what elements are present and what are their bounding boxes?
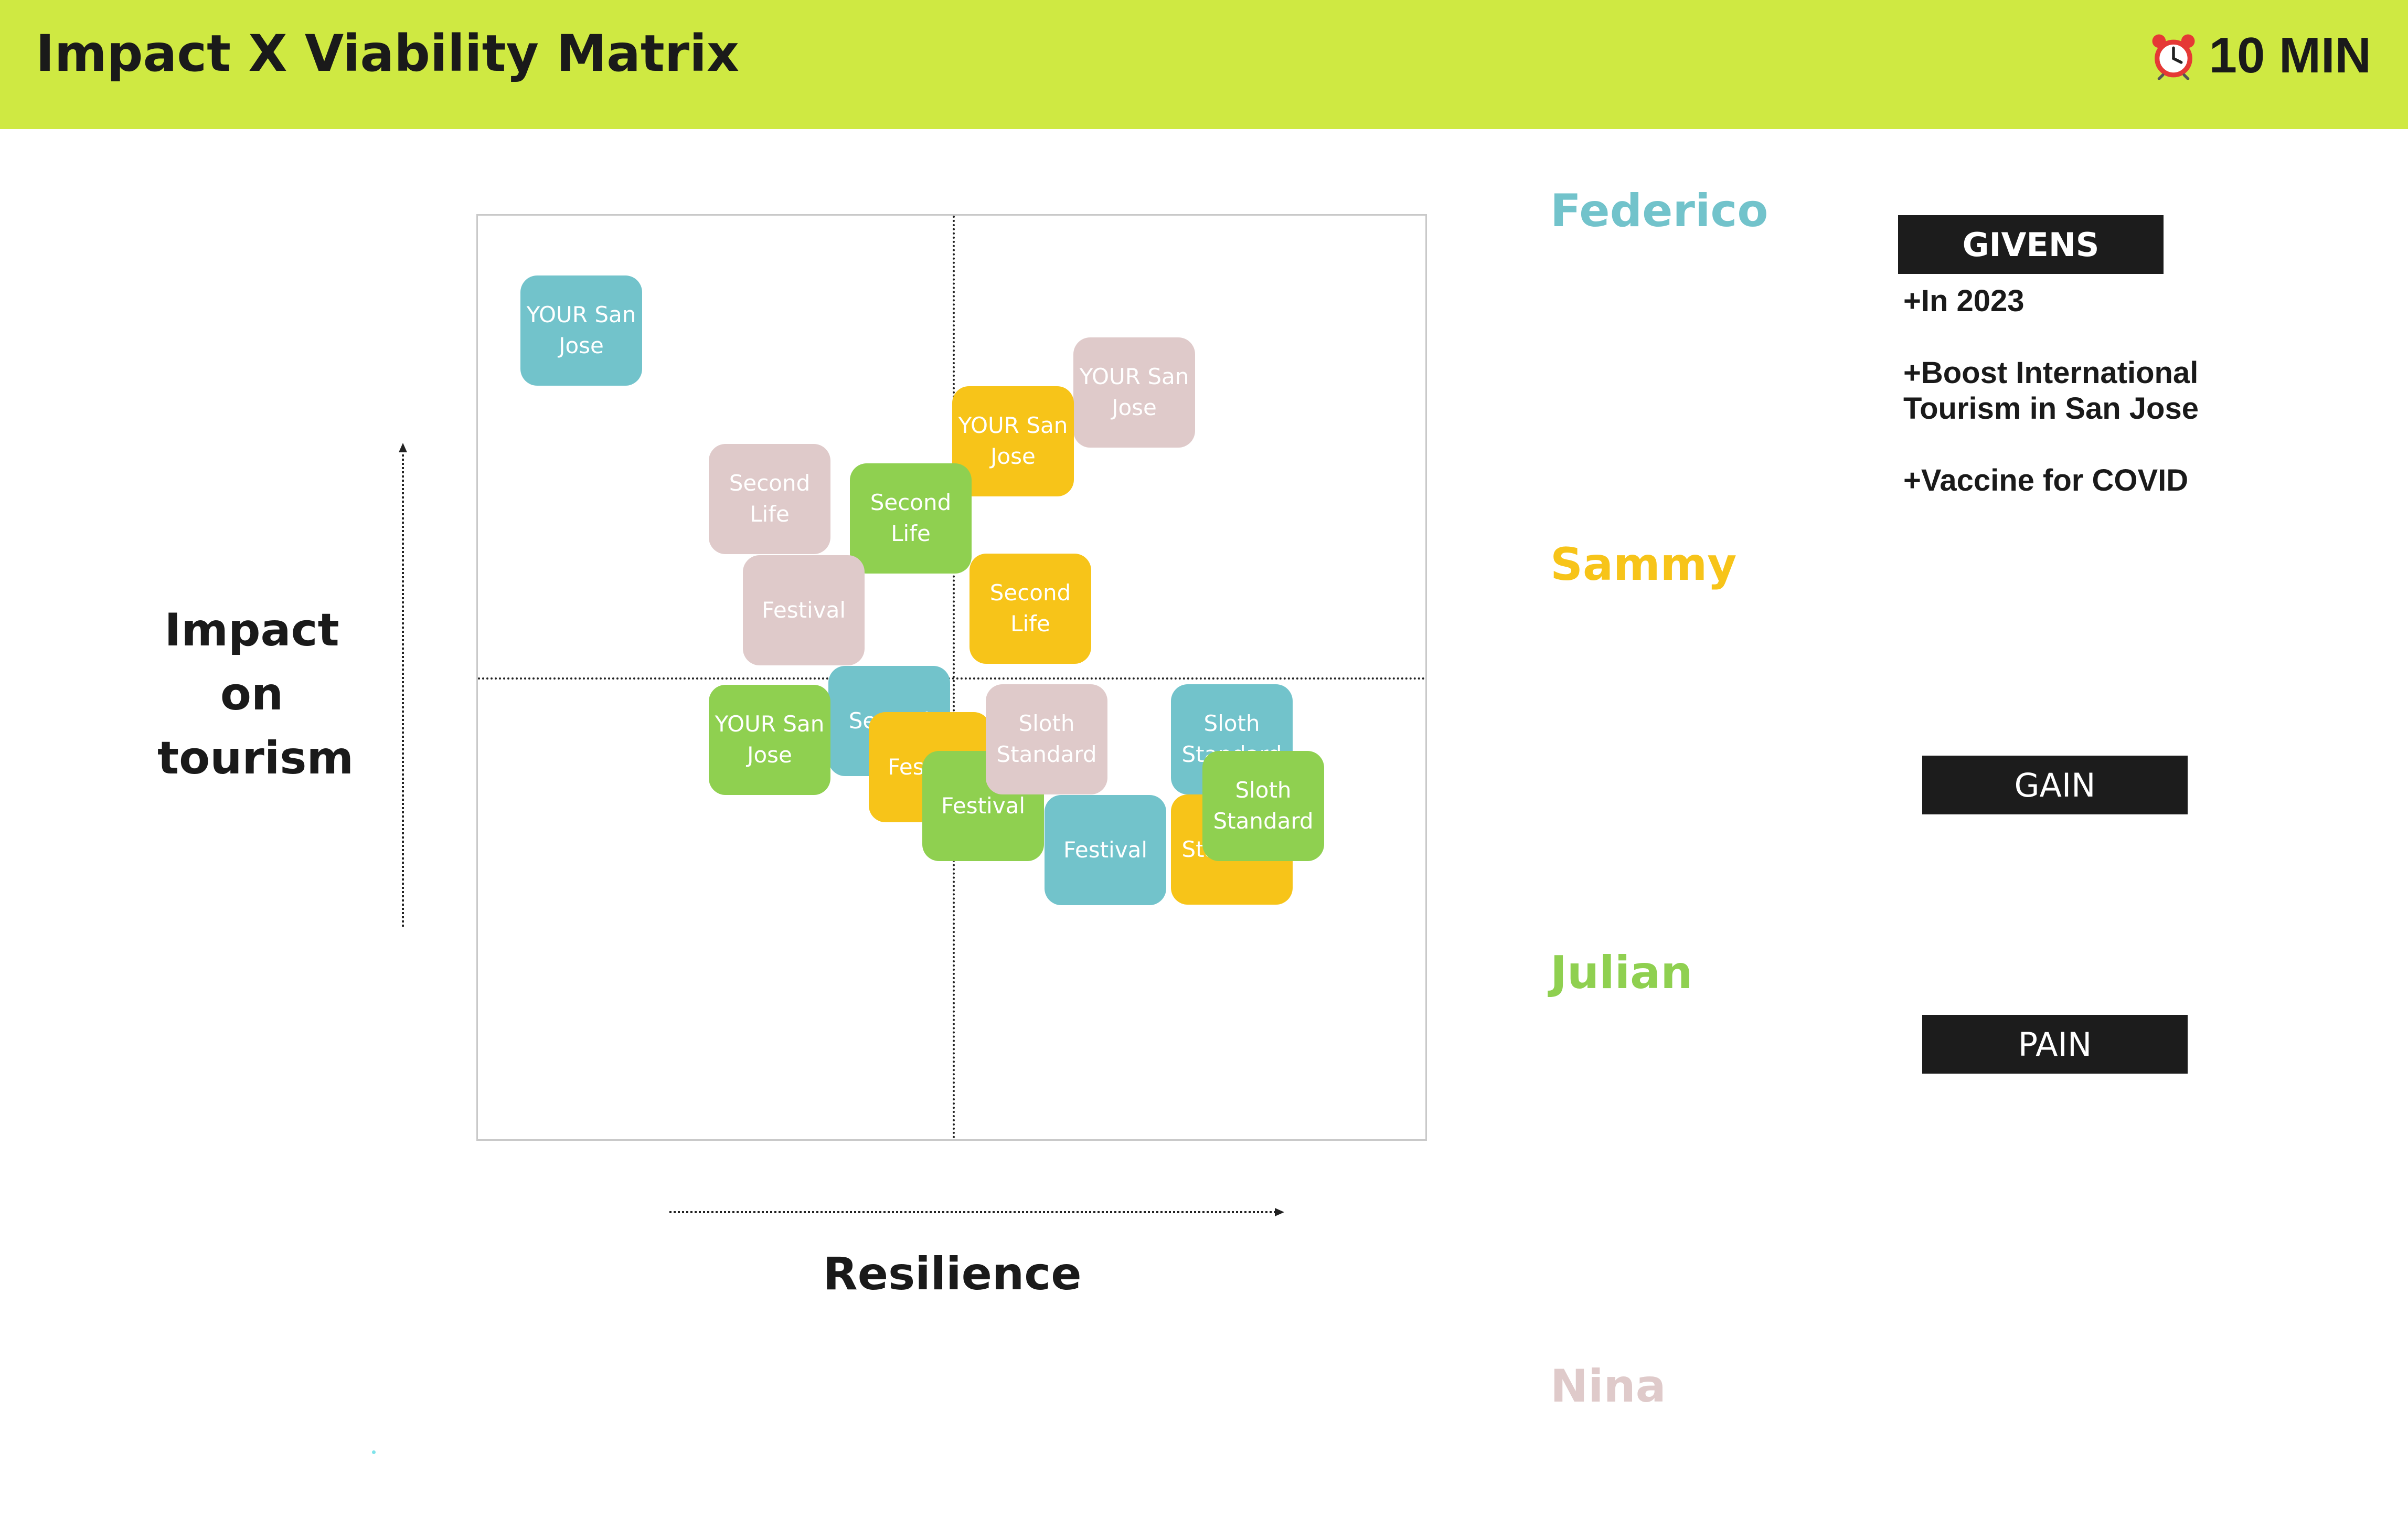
- sticky-note[interactable]: Sloth Standard: [986, 684, 1107, 794]
- participant-nina: Nina: [1550, 1360, 1666, 1413]
- sticky-note[interactable]: Sloth Standard: [1202, 751, 1324, 861]
- sticky-note[interactable]: YOUR San Jose: [520, 275, 642, 386]
- participant-sammy: Sammy: [1550, 538, 1737, 591]
- sticky-note[interactable]: YOUR San Jose: [1073, 337, 1195, 448]
- timer: 10 MIN: [2149, 30, 2371, 81]
- gain-header: GAIN: [1922, 756, 2188, 814]
- participant-julian: Julian: [1550, 947, 1693, 999]
- header-bar: Impact X Viability Matrix 10 MIN: [0, 0, 2408, 129]
- sticky-note[interactable]: Second Life: [709, 444, 830, 554]
- y-axis-label: Impact on tourism: [157, 604, 354, 785]
- givens-header: GIVENS: [1898, 215, 2164, 274]
- x-axis-arrow: [669, 1208, 1284, 1216]
- x-axis-label: Resilience: [823, 1248, 1082, 1300]
- sticky-note[interactable]: Festival: [1045, 795, 1166, 905]
- page-title: Impact X Viability Matrix: [36, 24, 739, 83]
- pain-header: PAIN: [1922, 1015, 2188, 1074]
- givens-item: +Vaccine for COVID: [1903, 463, 2189, 497]
- givens-list: +In 2023 +Boost International Tourism in…: [1903, 283, 2302, 535]
- stray-dot: [372, 1450, 376, 1454]
- givens-title: GIVENS: [1962, 225, 2100, 264]
- sticky-note[interactable]: Festival: [743, 555, 865, 665]
- y-axis-arrow: [399, 443, 407, 927]
- sticky-note[interactable]: YOUR San Jose: [952, 386, 1074, 496]
- sticky-note[interactable]: Second Life: [850, 463, 972, 574]
- timer-text: 10 MIN: [2209, 27, 2371, 83]
- pain-title: PAIN: [2018, 1025, 2092, 1064]
- sticky-note[interactable]: YOUR San Jose: [709, 685, 830, 795]
- participant-federico: Federico: [1550, 185, 1768, 237]
- gain-title: GAIN: [2014, 766, 2096, 804]
- alarm-clock-icon: [2152, 34, 2195, 80]
- sticky-note[interactable]: Second Life: [969, 554, 1091, 664]
- givens-item: +In 2023: [1903, 284, 2025, 318]
- givens-item: +Boost International Tourism in San Jose: [1903, 356, 2199, 426]
- horizontal-divider: [478, 677, 1425, 680]
